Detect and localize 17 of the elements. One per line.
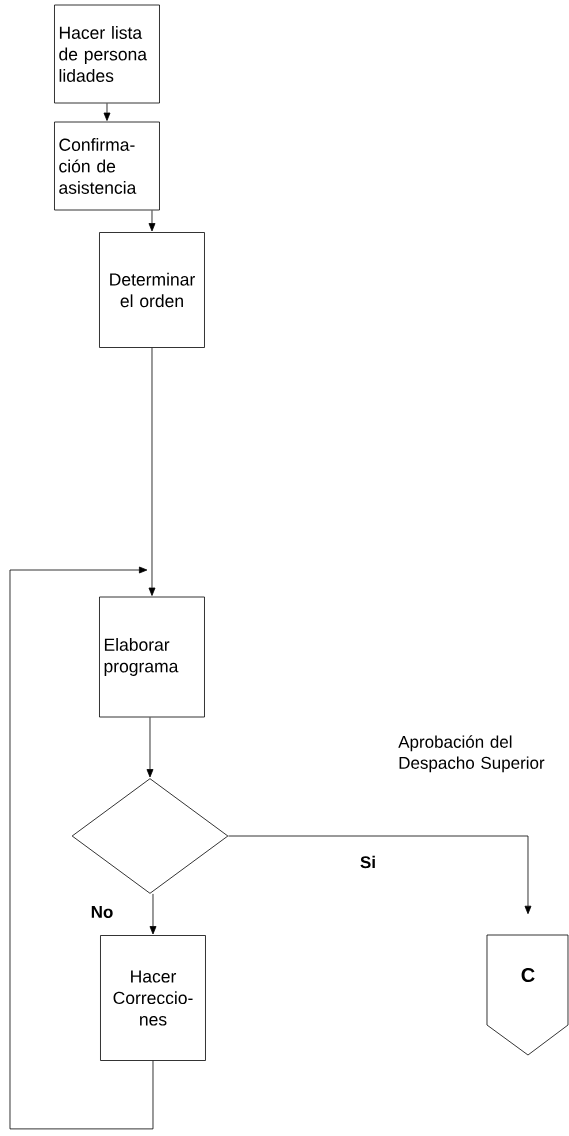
edge-label: Si: [358, 854, 378, 870]
process-box: Hacer lista de persona lidades: [54, 4, 160, 104]
arrow: [148, 347, 156, 596]
decision-label: Aprobación del Despacho Superior: [398, 735, 545, 773]
process-box: Elaborar programa: [99, 596, 205, 718]
arrow: [103, 103, 111, 121]
process-box: Confirma- ción de asistencia: [54, 121, 160, 211]
connector-pentagon: C: [486, 934, 569, 1056]
arrow: [148, 210, 156, 232]
process-box: Hacer Correccio- nes: [100, 935, 206, 1061]
arrow: [146, 717, 154, 778]
decision-diamond: [71, 778, 229, 894]
arrow: [228, 835, 532, 915]
arrow: [9, 566, 154, 1130]
arrow: [149, 893, 157, 935]
edge-label: No: [89, 905, 115, 919]
process-box: Determinar el orden: [99, 232, 205, 348]
